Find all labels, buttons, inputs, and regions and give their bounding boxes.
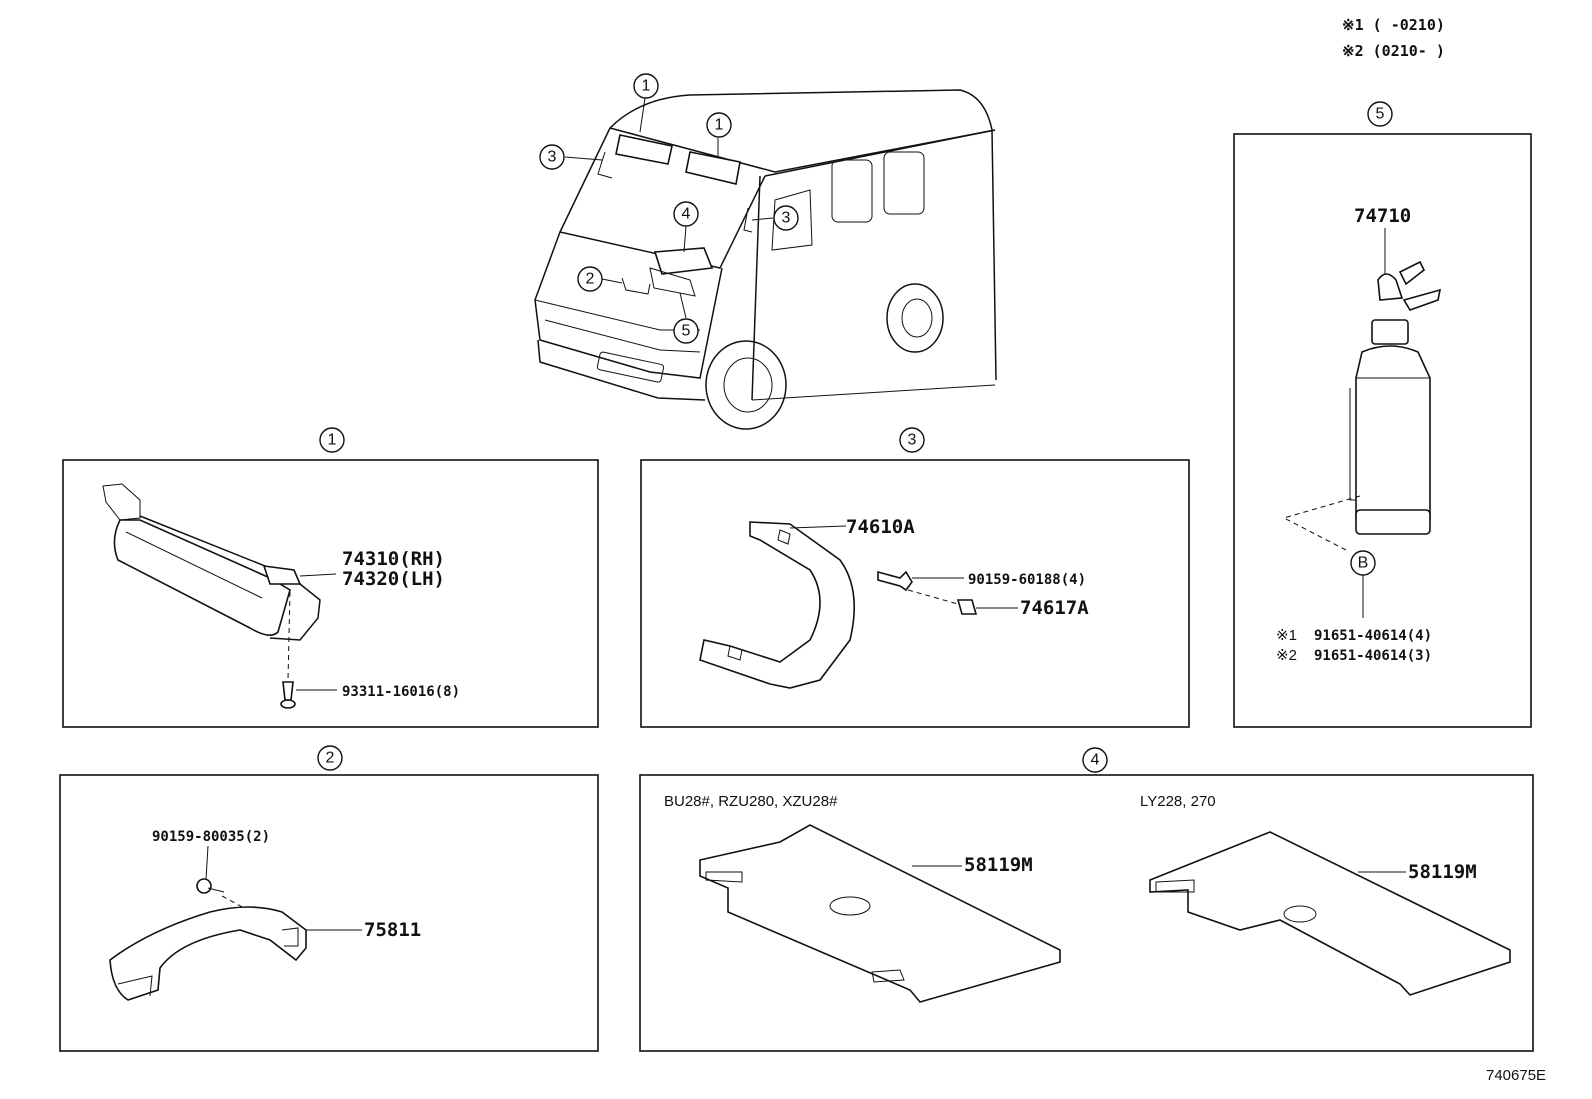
section-4-box — [639, 774, 1534, 1052]
visor-screw-label: 93311-16016(8) — [342, 684, 460, 700]
svg-text:2: 2 — [326, 750, 335, 767]
tray-left-label: 58119M — [964, 854, 1033, 876]
svg-text:3: 3 — [782, 210, 791, 227]
tray-model-right: LY228, 270 — [1140, 793, 1216, 810]
overview-callout-3b: 3 — [773, 205, 799, 231]
pillar-grip-drawing — [699, 521, 1018, 689]
overview-callout-3a: 3 — [539, 144, 565, 170]
tray-model-left: BU28#, RZU280, XZU28# — [664, 793, 838, 810]
svg-text:3: 3 — [908, 432, 917, 449]
bolt-2-mark: ※2 — [1276, 647, 1297, 664]
overview-callout-1a: 1 — [633, 73, 659, 99]
overview-callout-4: 4 — [673, 201, 699, 227]
grip2-screw-label: 90159-80035(2) — [152, 829, 270, 845]
section-4-header: 4 — [1082, 747, 1108, 773]
section-2-header: 2 — [317, 745, 343, 771]
visor-lh-label: 74320(LH) — [342, 568, 445, 590]
svg-text:1: 1 — [642, 78, 651, 95]
section-5-header: 5 — [1367, 101, 1393, 127]
bolt-1-label: 91651-40614(4) — [1314, 628, 1432, 644]
svg-text:4: 4 — [1091, 752, 1100, 769]
overview-callout-1b: 1 — [706, 112, 732, 138]
section-3-box — [640, 459, 1190, 728]
svg-text:5: 5 — [682, 323, 691, 340]
section-3-header: 3 — [899, 427, 925, 453]
tray-left-drawing — [699, 824, 1061, 1003]
fire-extinguisher-drawing — [1282, 228, 1442, 551]
section-1-header: 1 — [319, 427, 345, 453]
note-1: ※1 ( -0210) — [1342, 16, 1445, 34]
assist-grip-drawing — [109, 845, 362, 1001]
section-2-box — [59, 774, 599, 1052]
pillar-screw-label: 90159-60188(4) — [968, 572, 1086, 588]
pillar-cap-label: 74617A — [1020, 597, 1089, 619]
van-overview — [534, 89, 997, 430]
callout-b: B — [1350, 550, 1376, 576]
pillar-grip-label: 74610A — [846, 516, 915, 538]
section-1-box — [62, 459, 599, 728]
grip2-part-label: 75811 — [364, 919, 421, 941]
overview-callout-5: 5 — [673, 318, 699, 344]
svg-text:5: 5 — [1376, 106, 1385, 123]
visor-rh-label: 74310(RH) — [342, 548, 445, 570]
section-5-box — [1233, 133, 1532, 728]
svg-text:B: B — [1358, 555, 1369, 572]
bolt-1-mark: ※1 — [1276, 627, 1297, 644]
svg-text:2: 2 — [586, 271, 595, 288]
svg-text:1: 1 — [328, 432, 337, 449]
extinguisher-label: 74710 — [1354, 205, 1411, 227]
note-2: ※2 (0210- ) — [1342, 42, 1445, 60]
sun-visor-drawing — [102, 483, 337, 709]
svg-text:1: 1 — [715, 117, 724, 134]
svg-text:4: 4 — [682, 206, 691, 223]
tray-right-label: 58119M — [1408, 861, 1477, 883]
tray-right-drawing — [1149, 831, 1511, 996]
drawing-code: 740675E — [1486, 1067, 1546, 1084]
svg-text:3: 3 — [548, 149, 557, 166]
bolt-2-label: 91651-40614(3) — [1314, 648, 1432, 664]
overview-callout-2: 2 — [577, 266, 603, 292]
